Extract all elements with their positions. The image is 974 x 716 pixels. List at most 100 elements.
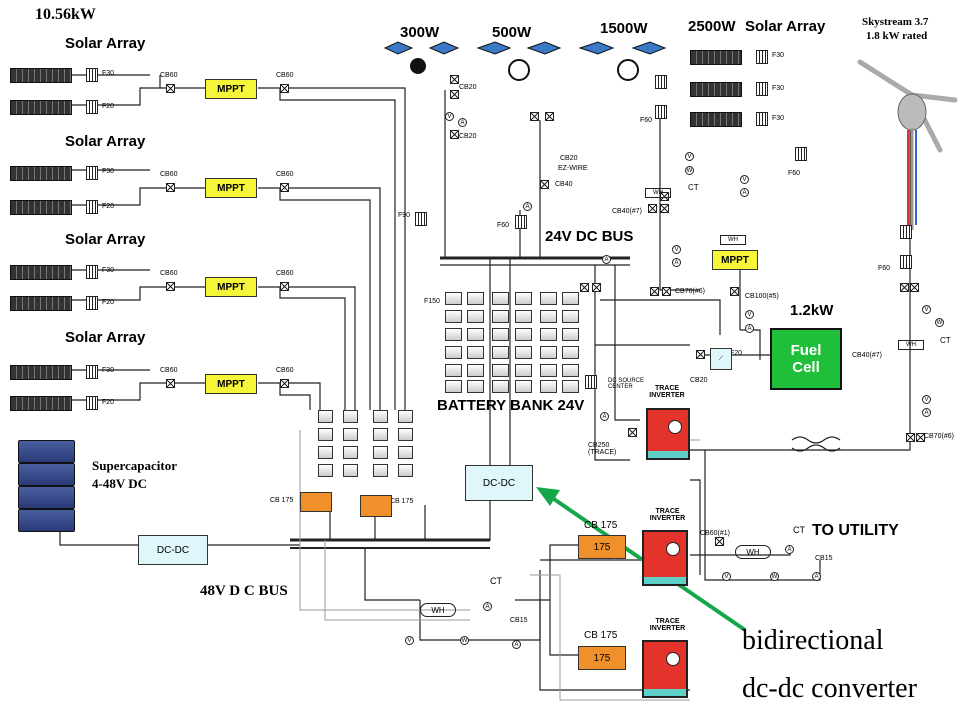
fuse-label: F30: [102, 70, 115, 77]
solar-panel: [10, 100, 72, 115]
cb-label: CB40: [555, 181, 573, 188]
fuse: [655, 105, 667, 119]
watt-hour-meter: WH: [720, 235, 746, 245]
power-500w: 500W: [492, 24, 532, 41]
solar-panel: [10, 296, 72, 311]
meter-icon: V: [672, 245, 681, 254]
cb-label: CB70(#6): [675, 288, 705, 295]
cb60-label: CB60: [276, 72, 294, 79]
fuse-label: F60: [497, 222, 510, 229]
meter-icon: A: [812, 572, 821, 581]
breaker: [650, 287, 659, 296]
ct-label-4: CT: [940, 336, 951, 345]
ct-label-1: CT: [490, 576, 502, 586]
solar-panel: [690, 112, 742, 127]
fuse-label: F20: [102, 103, 115, 110]
cb175-box-inverter-2: 175: [578, 646, 626, 670]
breaker: [910, 283, 919, 292]
mppt-box-1: MPPT: [205, 79, 257, 99]
small-wind-turbines: [383, 41, 667, 81]
meter-icon: V: [922, 395, 931, 404]
meter-icon: A: [745, 324, 754, 333]
fuse: [655, 75, 667, 89]
fuse: [86, 68, 98, 82]
fuse: [86, 265, 98, 279]
watt-hour-meter: WH: [898, 340, 924, 350]
cb60-label: CB60: [160, 171, 178, 178]
solar-panel: [10, 265, 72, 280]
meter-icon: A: [483, 602, 492, 611]
fuse-label: F20: [730, 350, 743, 357]
bus-48v-label: 48V D C BUS: [200, 583, 288, 599]
ct-label-2: CT: [793, 525, 805, 535]
skystream-rating: 1.8 kW rated: [866, 30, 928, 42]
cb-label: CB40(#7): [612, 208, 642, 215]
annotation-line-2: dc-dc converter: [742, 673, 917, 704]
dcdc-converter-bidirectional: DC-DC: [465, 465, 533, 501]
watt-hour-meter: WH: [735, 545, 771, 559]
meter-icon: V: [722, 572, 731, 581]
dc-source-center-label: DC SOURCE CENTER: [608, 378, 645, 390]
breaker: [660, 192, 669, 201]
solar-array-label-3: Solar Array: [65, 231, 146, 248]
breaker: [662, 287, 671, 296]
solar-array-label-2: Solar Array: [65, 133, 146, 150]
breaker: [648, 204, 657, 213]
total-power-label: 10.56kW: [35, 6, 96, 23]
fuse-label: F20: [102, 299, 115, 306]
fuse: [415, 212, 427, 226]
breaker: [450, 90, 459, 99]
trace-inverter-label: TRACE INVERTER: [649, 385, 685, 399]
power-1500w: 1500W: [600, 20, 648, 37]
breaker: [916, 433, 925, 442]
meter-icon: A: [458, 118, 467, 127]
breaker: [450, 130, 459, 139]
breaker: [628, 428, 637, 437]
fuse: [900, 255, 912, 269]
cb-label: CB60(#1): [700, 530, 730, 537]
meter-icon: A: [512, 640, 521, 649]
cb60-label: CB60: [160, 367, 178, 374]
fuse: [900, 225, 912, 239]
breaker: [530, 112, 539, 121]
trace-inverter-2: [642, 530, 688, 586]
dcdc-converter-fuelcell: ⟋: [710, 348, 732, 370]
cb-label: CB70(#6): [924, 433, 954, 440]
solar-panel: [10, 68, 72, 83]
solar-panel: [10, 396, 72, 411]
trace-inverter-1: [646, 408, 690, 460]
fuse-label: F90: [398, 212, 411, 219]
mppt-box-3: MPPT: [205, 277, 257, 297]
cb-label: CB250 (TRACE): [588, 442, 617, 456]
meter-icon: V: [445, 112, 454, 121]
annotation-line-1: bidirectional: [742, 625, 884, 656]
mppt-box-wind: MPPT: [712, 250, 758, 270]
cb-label: CB20: [459, 84, 477, 91]
fuse-label: F30: [772, 85, 785, 92]
meter-icon: A: [602, 255, 611, 264]
solar-array-label-4: Solar Array: [65, 329, 146, 346]
solar-panel: [690, 82, 742, 97]
fuse-label: F150: [424, 298, 440, 305]
trace-inverter-3: [642, 640, 688, 698]
dcdc-converter-supercap: DC-DC: [138, 535, 208, 565]
breaker: [450, 75, 459, 84]
mppt-box-2: MPPT: [205, 178, 257, 198]
breaker: [696, 350, 705, 359]
ct-label-3: CT: [688, 183, 699, 192]
cb60-label: CB60: [160, 270, 178, 277]
fuse-label: F60: [788, 170, 801, 177]
supercap-range: 4-48V DC: [92, 476, 148, 491]
meter-icon: V: [922, 305, 931, 314]
fuse-label: F30: [102, 267, 115, 274]
breaker-cb60: [166, 183, 175, 192]
fuse: [86, 396, 98, 410]
solar-array-label-1: Solar Array: [65, 35, 146, 52]
trace-inverter-label: TRACE INVERTER: [649, 508, 686, 522]
cb175-label: CB 175: [584, 630, 618, 641]
power-2500w: 2500W: [688, 18, 736, 35]
solar-panel: [10, 166, 72, 181]
fuse: [515, 215, 527, 229]
breaker-cb60: [166, 379, 175, 388]
solar-panel: [690, 50, 742, 65]
